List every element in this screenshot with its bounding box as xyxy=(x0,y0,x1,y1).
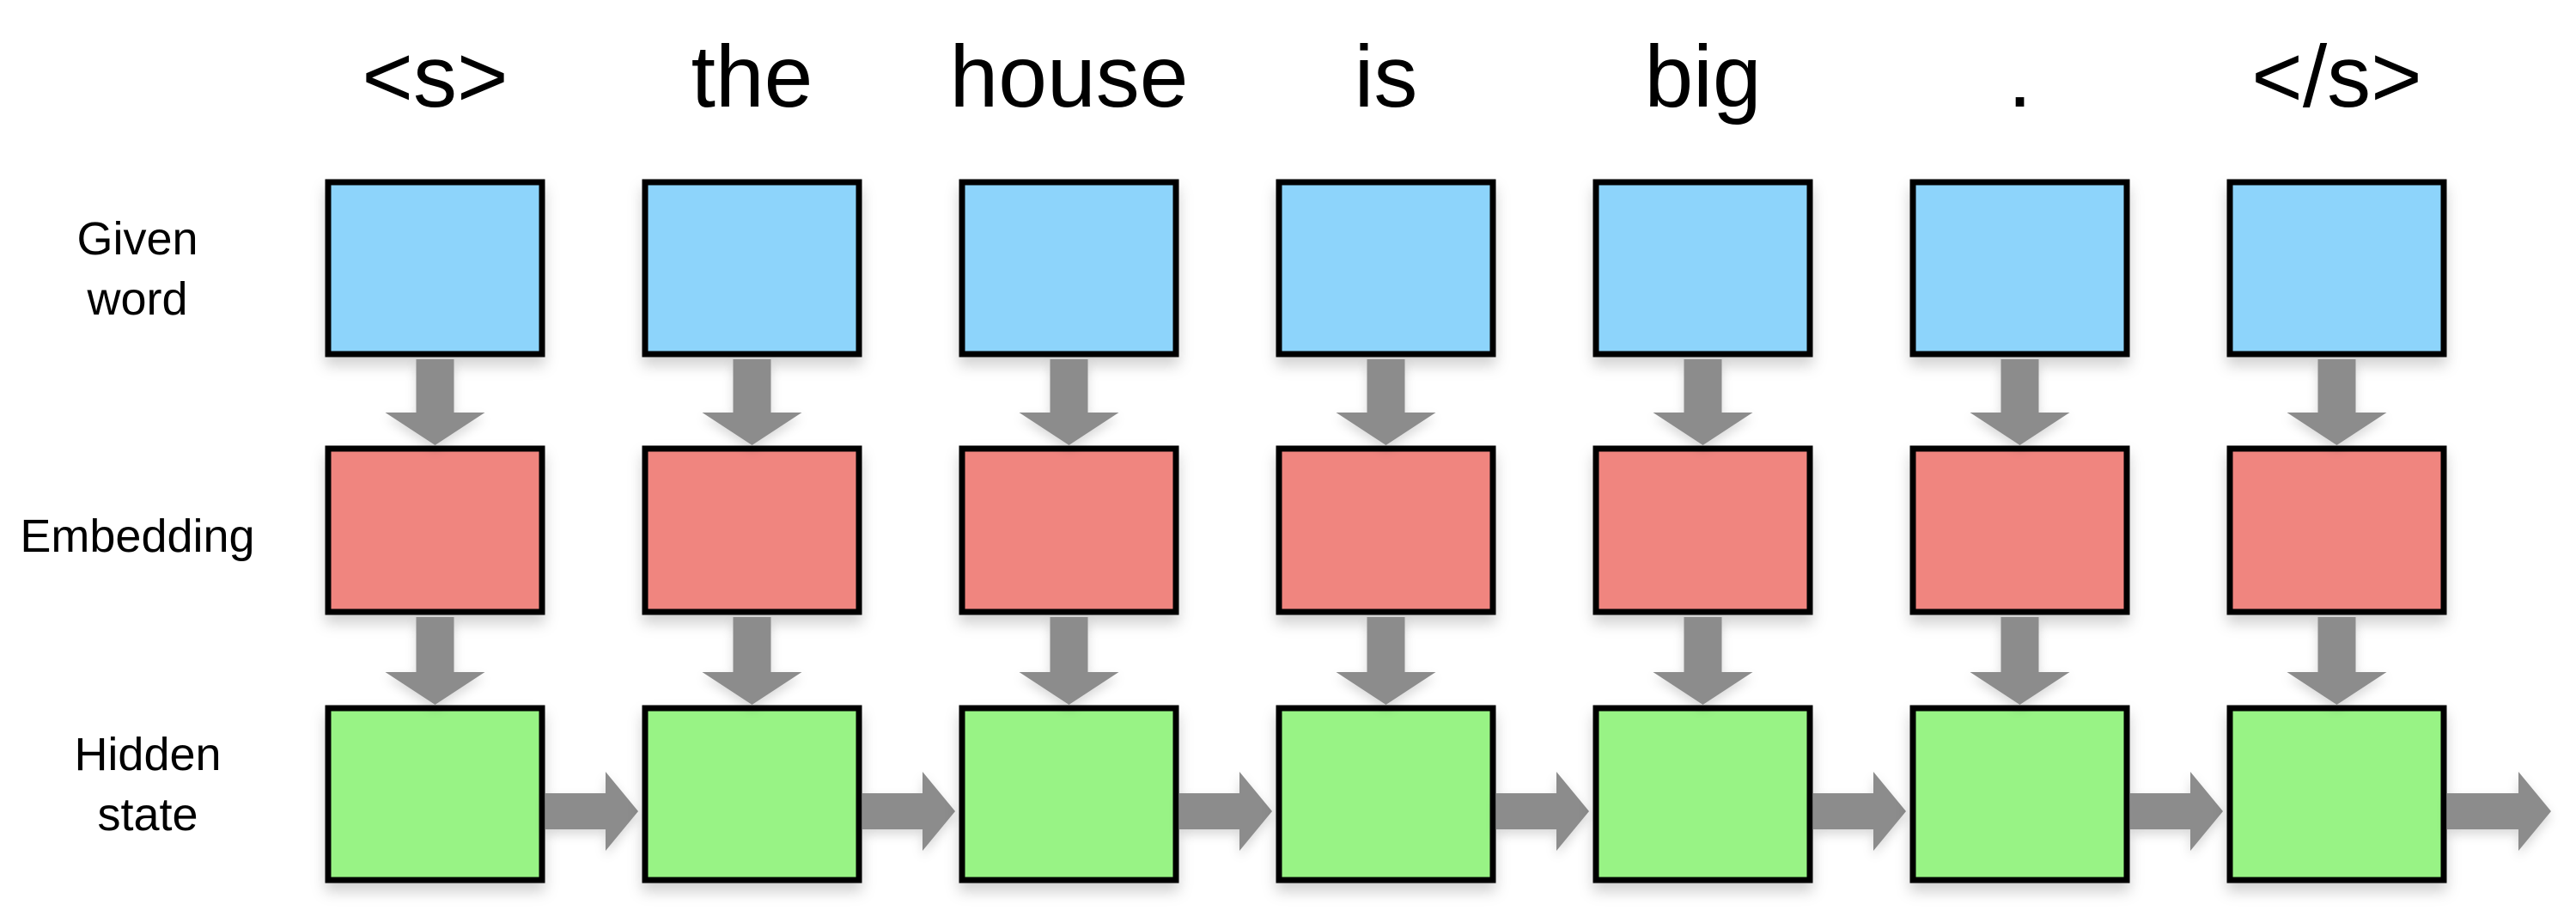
given-word-box xyxy=(1276,179,1496,358)
embedding-to-hidden-arrow xyxy=(702,617,802,705)
given-word-box xyxy=(959,179,1179,358)
given-word-box xyxy=(1592,179,1813,358)
token-label: . xyxy=(2007,28,2031,125)
hidden-state-transition-arrow xyxy=(2130,772,2223,851)
token-label: big xyxy=(1644,28,1761,125)
hidden-state-box xyxy=(1276,705,1496,883)
token-columns: <s> the house is big. </s> xyxy=(325,28,2551,883)
row-label-hidden-state-line1: Hidden xyxy=(74,729,221,780)
token-label: <s> xyxy=(362,28,508,125)
embedding-to-hidden-arrow xyxy=(1653,617,1753,705)
word-to-embedding-arrow xyxy=(1336,359,1436,445)
embedding-box xyxy=(325,445,545,615)
token-label: is xyxy=(1355,28,1418,125)
hidden-state-box xyxy=(1909,705,2130,883)
hidden-state-box xyxy=(959,705,1179,883)
embedding-box xyxy=(642,445,862,615)
embedding-to-hidden-arrow xyxy=(1336,617,1436,705)
given-word-box xyxy=(325,179,545,358)
hidden-state-box xyxy=(325,705,545,883)
word-to-embedding-arrow xyxy=(385,359,485,445)
embedding-box xyxy=(1276,445,1496,615)
word-to-embedding-arrow xyxy=(1653,359,1753,445)
hidden-state-transition-arrow xyxy=(1813,772,1906,851)
hidden-state-box xyxy=(2226,705,2447,883)
row-label-embedding: Embedding xyxy=(20,510,254,562)
word-to-embedding-arrow xyxy=(1970,359,2070,445)
hidden-state-transition-arrow xyxy=(545,772,638,851)
given-word-box xyxy=(642,179,862,358)
word-to-embedding-arrow xyxy=(2287,359,2387,445)
word-to-embedding-arrow xyxy=(702,359,802,445)
final-hidden-state-arrow xyxy=(2447,772,2551,851)
embedding-box xyxy=(959,445,1179,615)
hidden-state-box xyxy=(642,705,862,883)
row-label-hidden-state-line2: state xyxy=(97,789,198,841)
hidden-state-transition-arrow xyxy=(1496,772,1589,851)
embedding-box xyxy=(2226,445,2447,615)
token-label: house xyxy=(950,28,1189,125)
embedding-box xyxy=(1909,445,2130,615)
embedding-box xyxy=(1592,445,1813,615)
hidden-state-box xyxy=(1592,705,1813,883)
row-label-given-word-line1: Given xyxy=(76,213,198,265)
word-to-embedding-arrow xyxy=(1019,359,1119,445)
given-word-box xyxy=(2226,179,2447,358)
row-label-given-word-line2: word xyxy=(86,273,187,325)
embedding-to-hidden-arrow xyxy=(2287,617,2387,705)
embedding-to-hidden-arrow xyxy=(385,617,485,705)
hidden-state-transition-arrow xyxy=(1179,772,1272,851)
token-label: the xyxy=(691,28,813,125)
embedding-to-hidden-arrow xyxy=(1019,617,1119,705)
given-word-box xyxy=(1909,179,2130,358)
hidden-state-transition-arrow xyxy=(862,772,955,851)
token-label: </s> xyxy=(2251,28,2421,125)
embedding-to-hidden-arrow xyxy=(1970,617,2070,705)
